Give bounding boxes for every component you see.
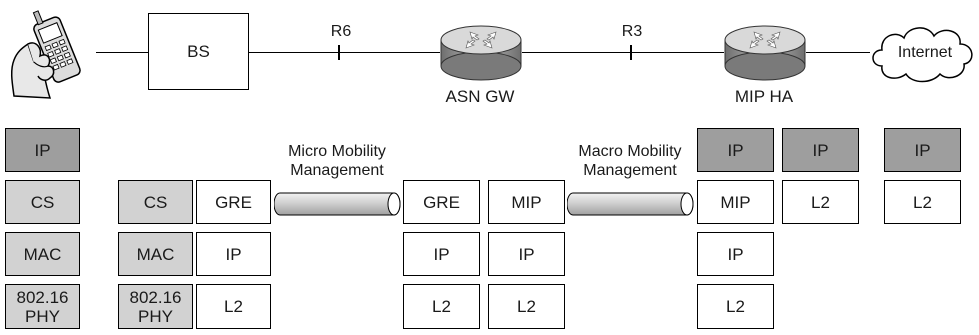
micro-mobility-label: Micro Mobility Management	[272, 142, 402, 180]
asn-l2-layer: L2	[403, 284, 480, 329]
asn-gre-layer: GRE	[403, 180, 480, 224]
ms-cs-layer: CS	[5, 180, 80, 224]
r3-label: R3	[621, 23, 643, 40]
ms-ip-layer: IP	[5, 128, 80, 172]
mip-ha-router-icon	[724, 25, 806, 81]
micro-mobility-line1: Micro Mobility	[288, 143, 386, 160]
ha-ip-layer: IP	[697, 128, 774, 172]
connection-line	[96, 52, 148, 53]
r6-tick	[338, 45, 340, 60]
macro-mobility-label: Macro Mobility Management	[565, 142, 695, 180]
bs-ip-layer: IP	[196, 232, 271, 276]
ms-mac-layer: MAC	[5, 232, 80, 276]
ha-ip-layer-2: IP	[697, 232, 774, 276]
asn-ip-layer-2: IP	[488, 232, 565, 276]
micro-mobility-tunnel	[274, 192, 401, 216]
ha-mip-layer: MIP	[697, 180, 774, 224]
ha-ip-layer-3: IP	[782, 128, 859, 172]
r3-tick	[630, 45, 632, 60]
bs-label: BS	[187, 42, 210, 61]
internet-cloud-icon	[872, 27, 973, 83]
internet-label: Internet	[897, 44, 953, 61]
micro-mobility-line2: Management	[290, 162, 384, 179]
mip-ha-label: MIP HA	[734, 87, 794, 106]
internet-l2-layer: L2	[884, 180, 961, 224]
bs-mac-layer: MAC	[118, 232, 193, 276]
asn-mip-layer: MIP	[488, 180, 565, 224]
connection-line	[248, 52, 440, 53]
macro-mobility-line2: Management	[583, 162, 677, 179]
connection-line	[806, 52, 870, 53]
connection-line	[522, 52, 724, 53]
mobile-phone-icon	[10, 10, 81, 99]
bs-l2-layer: L2	[196, 284, 271, 329]
bs-phy-layer: 802.16 PHY	[118, 284, 193, 329]
r6-label: R6	[330, 23, 352, 40]
bs-gre-layer: GRE	[196, 180, 271, 224]
bs-cs-layer: CS	[118, 180, 193, 224]
bs-node: BS	[148, 13, 249, 90]
ms-phy-layer: 802.16 PHY	[5, 284, 80, 329]
internet-ip-layer: IP	[884, 128, 961, 172]
ha-l2-layer-2: L2	[782, 180, 859, 224]
asn-ip-layer: IP	[403, 232, 480, 276]
asn-gw-label: ASN GW	[445, 87, 515, 106]
macro-mobility-line1: Macro Mobility	[578, 143, 682, 160]
macro-mobility-tunnel	[567, 192, 694, 216]
ha-l2-layer: L2	[697, 284, 774, 329]
asn-gw-router-icon	[440, 25, 522, 81]
asn-l2-layer-2: L2	[488, 284, 565, 329]
